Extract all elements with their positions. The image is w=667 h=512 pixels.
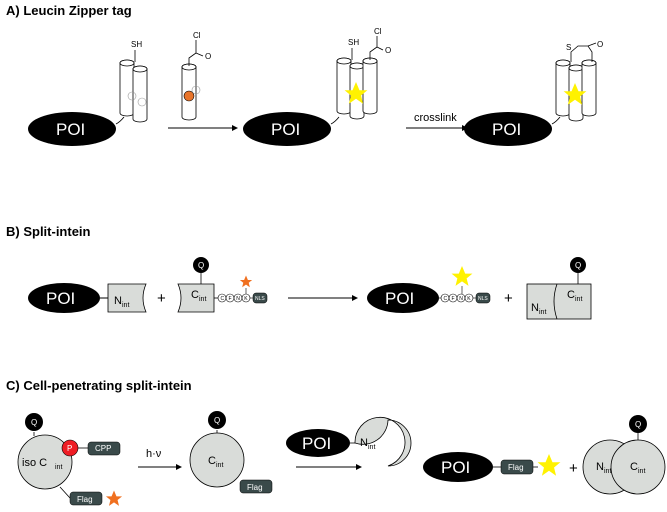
plus-sign: + xyxy=(157,290,166,307)
star-orange-icon xyxy=(239,275,253,288)
sh-label: SH xyxy=(131,40,142,49)
q-quencher-icon xyxy=(25,413,43,431)
b-nint-cint-complex: N int C int Q xyxy=(526,257,592,320)
a-peptide: O Cl xyxy=(181,31,211,121)
q-quencher-icon xyxy=(570,257,586,273)
int-sub: int xyxy=(604,468,611,475)
b-poi-product: POI C F N K NLS xyxy=(367,266,491,313)
arrowhead-icon xyxy=(176,464,182,470)
aa-n: N xyxy=(236,296,240,302)
int-sub: int xyxy=(199,296,206,303)
a-construct-3: POI S O xyxy=(464,40,603,146)
star-yellow-icon xyxy=(537,454,561,476)
iso-cint-label: iso C xyxy=(22,457,47,469)
s-label: S xyxy=(566,43,571,52)
c-iso-cint: Q P CPP iso C int Flag xyxy=(17,413,123,506)
q-label: Q xyxy=(31,418,37,427)
int-sub: int xyxy=(55,464,62,471)
star-orange-icon xyxy=(105,490,123,506)
arrowhead-icon xyxy=(352,295,358,301)
flag-label: Flag xyxy=(77,495,93,504)
flag-label: Flag xyxy=(508,463,524,472)
c-int-label: C xyxy=(630,461,638,473)
o-label: O xyxy=(205,52,211,61)
aa-n: N xyxy=(459,296,463,302)
poi-label: POI xyxy=(441,458,470,477)
aa-k: K xyxy=(244,296,248,302)
c-poi-nint: POI N int xyxy=(286,416,412,467)
poi-ellipse xyxy=(28,112,116,146)
arrowhead-icon xyxy=(356,464,362,470)
star-yellow-icon xyxy=(451,266,473,286)
a-construct-1: POI SH xyxy=(28,40,148,146)
n-int-label: N xyxy=(114,295,122,307)
b-cint-peptide: C int Q C F N K NLS xyxy=(177,257,268,313)
n-int-label: N xyxy=(531,302,539,314)
n-int-label: N xyxy=(360,437,368,449)
int-sub: int xyxy=(368,444,375,451)
q-quencher-icon xyxy=(193,257,209,273)
aa-k: K xyxy=(467,296,471,302)
c-int-label: C xyxy=(191,289,199,301)
c-int-label: C xyxy=(208,455,216,467)
aa-c: C xyxy=(221,296,225,302)
o-label: O xyxy=(385,46,391,55)
c-nint-cint-complex: N int C int Q xyxy=(582,415,666,495)
q-label: Q xyxy=(214,416,220,425)
crosslink-label: crosslink xyxy=(414,112,457,124)
aa-f: F xyxy=(229,296,232,302)
a-construct-2: POI SH O Cl xyxy=(243,27,391,146)
plus-sign: + xyxy=(569,460,578,477)
c-poi-product: POI Flag xyxy=(423,452,561,482)
section-a-title: A) Leucin Zipper tag xyxy=(6,3,132,18)
p-label: P xyxy=(67,444,72,453)
flag-label: Flag xyxy=(247,483,263,492)
plus-sign: + xyxy=(504,290,513,307)
poi-label: POI xyxy=(56,120,85,139)
section-c-title: C) Cell-penetrating split-intein xyxy=(6,378,192,393)
c-cint-flag: Q C int Flag xyxy=(189,411,273,494)
int-sub: int xyxy=(216,462,223,469)
arrowhead-icon xyxy=(232,125,238,131)
poi-label: POI xyxy=(46,289,75,308)
cl-label: Cl xyxy=(193,31,201,40)
o-label: O xyxy=(597,40,603,49)
poi-label: POI xyxy=(385,289,414,308)
q-quencher-icon xyxy=(208,411,226,429)
aa-c: C xyxy=(444,296,448,302)
b-poi-nint: POI N int xyxy=(28,283,147,313)
n-int-label: N xyxy=(596,461,604,473)
int-sub: int xyxy=(539,309,546,316)
orange-ball-icon xyxy=(183,90,195,102)
int-sub: int xyxy=(122,302,129,309)
nls-label: NLS xyxy=(255,296,265,302)
aa-f: F xyxy=(452,296,455,302)
section-b-title: B) Split-intein xyxy=(6,224,91,239)
c-int-label: C xyxy=(567,289,575,301)
poi-label: POI xyxy=(492,120,521,139)
int-sub: int xyxy=(575,296,582,303)
q-quencher-icon xyxy=(629,415,647,433)
q-label: Q xyxy=(198,261,204,270)
q-label: Q xyxy=(575,261,581,270)
cl-label: Cl xyxy=(374,27,382,36)
poi-label: POI xyxy=(302,434,331,453)
sh-label: SH xyxy=(348,38,359,47)
q-label: Q xyxy=(635,420,641,429)
int-sub: int xyxy=(638,468,645,475)
poi-label: POI xyxy=(271,120,300,139)
nls-label: NLS xyxy=(478,296,488,302)
hv-label: h·ν xyxy=(146,448,162,460)
cpp-label: CPP xyxy=(95,444,111,453)
